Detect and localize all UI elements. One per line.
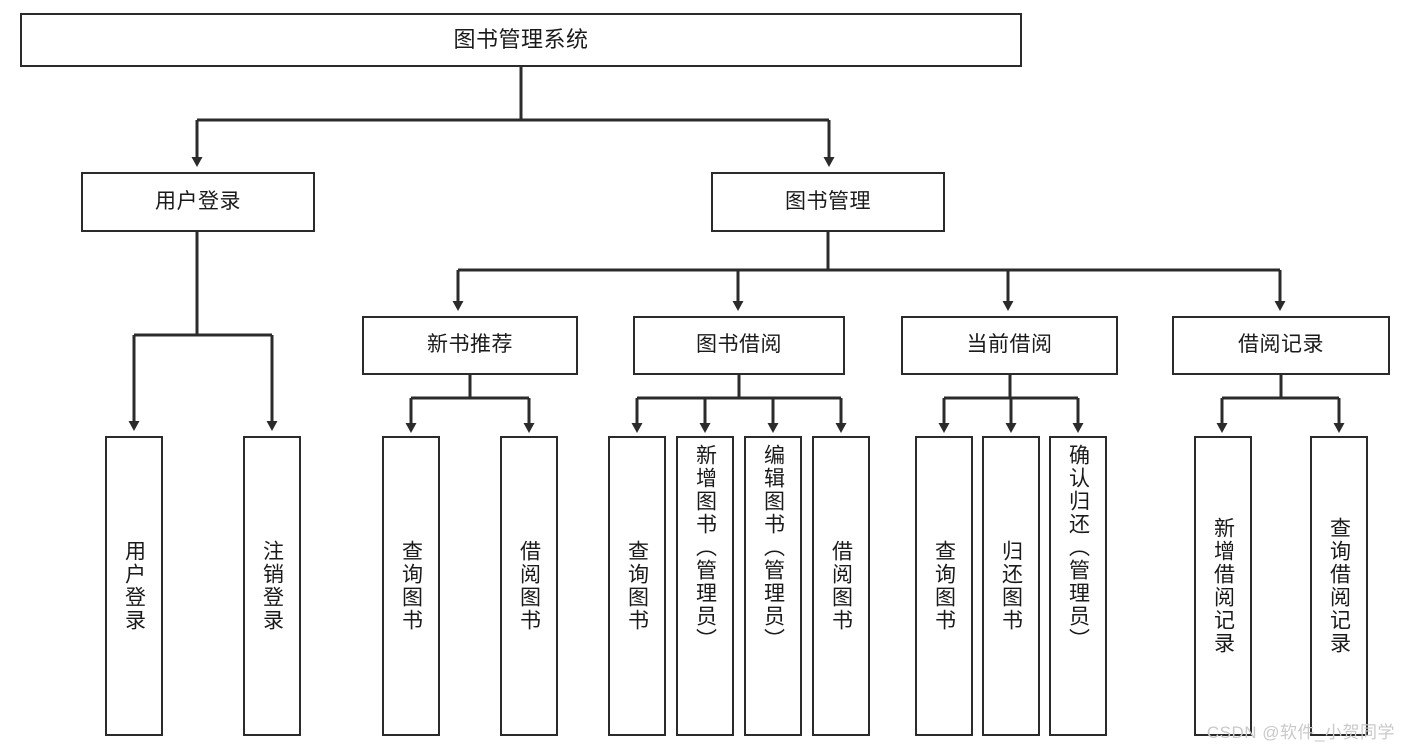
leaf-user-login-logout[interactable]: 注销登录 [243, 436, 301, 736]
leaf-records-add-record[interactable]: 新增借阅记录 [1194, 436, 1252, 736]
node-label: 借阅图书 [517, 540, 541, 632]
node-label: 归还图书 [999, 540, 1023, 632]
leaf-records-query-record[interactable]: 查询借阅记录 [1310, 436, 1368, 736]
node-label: 图书管理系统 [453, 27, 589, 53]
node-label: 图书借阅 [696, 333, 782, 357]
node-label: 新增图书（管理员） [693, 444, 717, 651]
node-label: 图书管理 [785, 189, 871, 213]
node-label: 查询图书 [625, 540, 649, 632]
leaf-user-login-login[interactable]: 用户登录 [105, 436, 163, 736]
node-label: 借阅记录 [1238, 333, 1324, 357]
leaf-new-books-borrow-book[interactable]: 借阅图书 [500, 436, 558, 736]
leaf-current-query-book[interactable]: 查询图书 [915, 436, 973, 736]
node-label: 查询图书 [932, 540, 956, 632]
node-book-borrow[interactable]: 图书借阅 [633, 316, 845, 375]
node-label: 查询图书 [399, 540, 423, 632]
node-label: 用户登录 [122, 540, 146, 632]
node-user-login[interactable]: 用户登录 [81, 172, 315, 232]
node-label: 新增借阅记录 [1211, 517, 1235, 655]
leaf-new-books-query-book[interactable]: 查询图书 [382, 436, 440, 736]
node-borrow-records[interactable]: 借阅记录 [1172, 316, 1390, 375]
leaf-borrow-borrow-book[interactable]: 借阅图书 [812, 436, 870, 736]
leaf-current-confirm-return-admin[interactable]: 确认归还（管理员） [1049, 436, 1107, 736]
watermark: CSDN @软件_小贺同学 [1206, 723, 1395, 742]
node-label: 注销登录 [260, 540, 284, 632]
node-current-borrow[interactable]: 当前借阅 [901, 316, 1118, 375]
node-label: 查询借阅记录 [1327, 517, 1351, 655]
leaf-borrow-add-book-admin[interactable]: 新增图书（管理员） [676, 436, 734, 736]
node-label: 当前借阅 [966, 333, 1053, 357]
node-book-management[interactable]: 图书管理 [711, 172, 945, 232]
leaf-borrow-query-book[interactable]: 查询图书 [608, 436, 666, 736]
node-label: 用户登录 [155, 189, 241, 213]
node-new-book-recommendation[interactable]: 新书推荐 [362, 316, 578, 375]
node-label: 借阅图书 [829, 540, 853, 632]
node-label: 新书推荐 [427, 333, 513, 357]
leaf-current-return-book[interactable]: 归还图书 [982, 436, 1040, 736]
node-label: 编辑图书（管理员） [761, 444, 785, 651]
node-root-system[interactable]: 图书管理系统 [20, 13, 1022, 67]
leaf-borrow-edit-book-admin[interactable]: 编辑图书（管理员） [744, 436, 802, 736]
node-label: 确认归还（管理员） [1066, 444, 1090, 651]
